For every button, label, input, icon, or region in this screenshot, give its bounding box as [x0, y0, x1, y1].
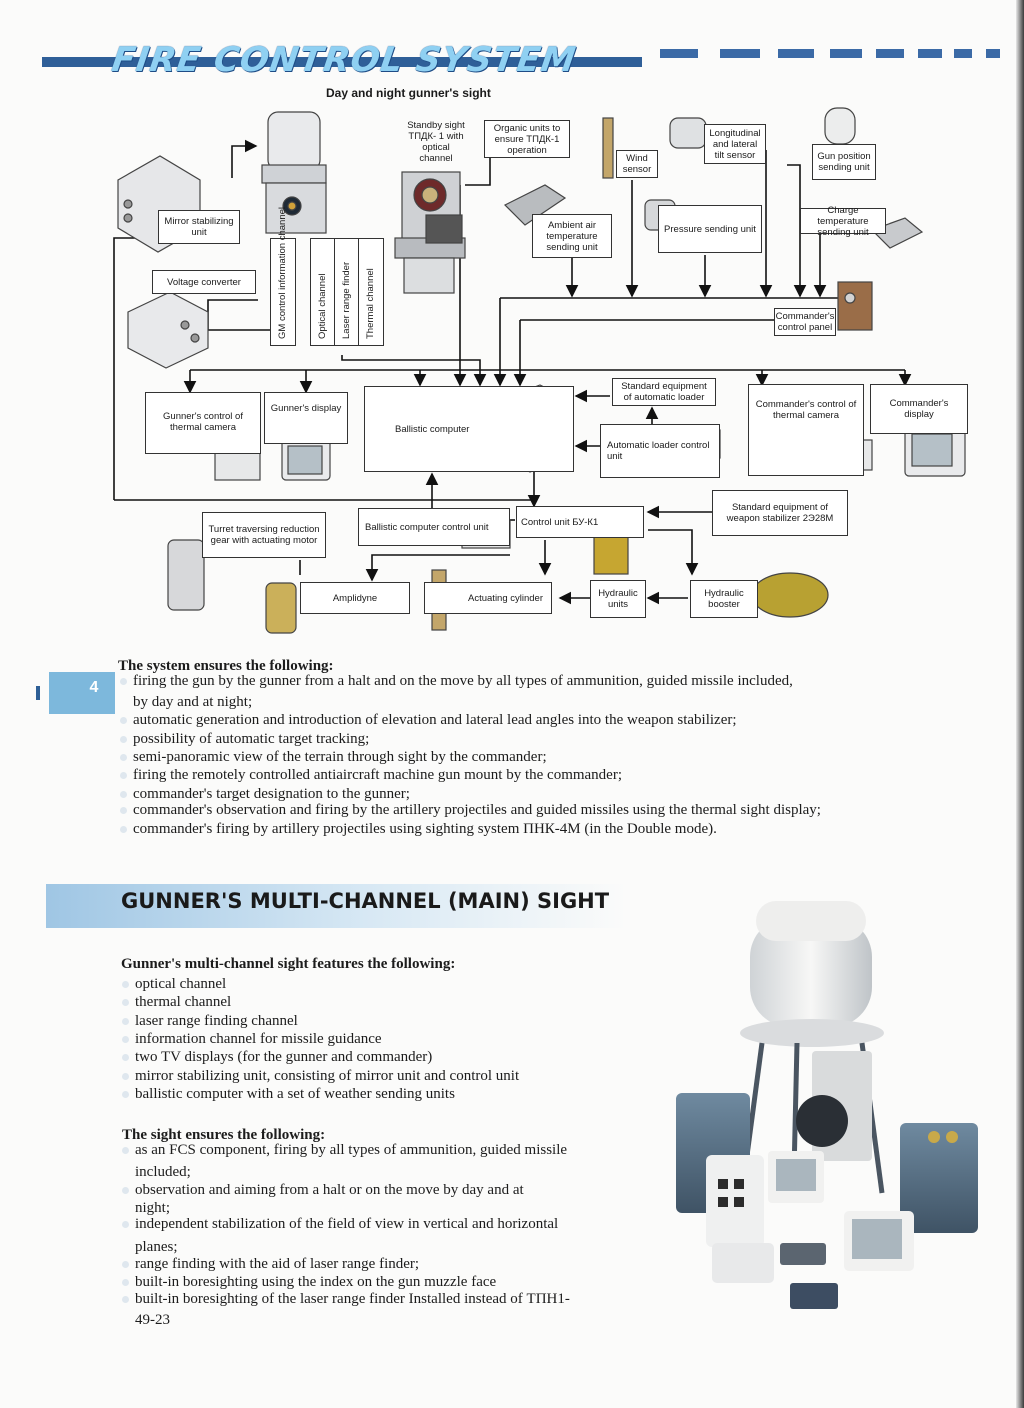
- commanders-display: Commander's display: [870, 384, 968, 434]
- system-item: possibility of automatic target tracking…: [119, 731, 370, 747]
- ambient-air-sensor: Ambient air temperature sending unit: [532, 214, 612, 258]
- gun-position-unit: Gun position sending unit: [812, 144, 876, 180]
- header-band: [42, 57, 642, 67]
- ensures-item: as an FCS component, firing by all types…: [121, 1142, 568, 1158]
- feature-item: information channel for missile guidance: [122, 1031, 382, 1047]
- feature-item: mirror stabilizing unit, consisting of m…: [121, 1068, 520, 1084]
- system-item: commander's observation and firing by th…: [120, 802, 821, 818]
- header-dash: [876, 49, 904, 58]
- sight-channel-gm: GM control information channel: [270, 207, 296, 346]
- header-dash: [918, 49, 942, 58]
- header-dash: [986, 49, 1000, 58]
- feature-item: ballistic computer with a set of weather…: [122, 1086, 455, 1102]
- diagram-title: Day and night gunner's sight: [326, 86, 491, 100]
- ensures-item: independent stabilization of the field o…: [121, 1216, 559, 1232]
- header-dash: [778, 49, 814, 58]
- header-dash: [660, 49, 698, 58]
- gms-title: GUNNER'S MULTI-CHANNEL (MAIN) SIGHT: [121, 889, 610, 913]
- sight-channel-thermal: Thermal channel: [358, 238, 384, 346]
- ensures-item-cont: night;: [135, 1200, 171, 1216]
- system-item: commander's target designation to the gu…: [120, 786, 410, 802]
- feature-item: optical channel: [121, 976, 227, 992]
- turret-traversing-gear: Turret traversing reduction gear with ac…: [202, 512, 326, 558]
- header-dash: [720, 49, 760, 58]
- ensures-item: range finding with the aid of laser rang…: [121, 1256, 420, 1272]
- page-tab: [49, 672, 115, 714]
- auto-loader-equipment: Standard equipment of automatic loader: [612, 378, 716, 406]
- ensures-heading: The sight ensures the following:: [122, 1127, 326, 1143]
- ensures-item: observation and aiming from a halt or on…: [122, 1182, 524, 1198]
- feature-item: two TV displays (for the gunner and comm…: [121, 1049, 433, 1065]
- feature-item: thermal channel: [121, 994, 232, 1010]
- commanders-control-panel: Commander's control panel: [774, 308, 836, 336]
- standby-sight: Standby sight ТПДК- 1 with optical chann…: [407, 120, 465, 164]
- ensures-item: built-in boresighting of the laser range…: [122, 1291, 570, 1307]
- header-dash: [830, 49, 862, 58]
- pressure-sending-unit: Pressure sending unit: [658, 205, 762, 253]
- ballistic-computer: Ballistic computer: [364, 386, 574, 472]
- actuating-cylinder: Actuating cylinder: [424, 582, 552, 614]
- hydraulic-booster: Hydraulic booster: [690, 580, 758, 618]
- gunners-sight-photo: [676, 901, 978, 1309]
- charge-temperature-unit: Charge temperature sending unit: [800, 205, 886, 238]
- page-edge: [1016, 0, 1024, 1408]
- system-item: firing the gun by the gunner from a halt…: [120, 673, 793, 689]
- system-item: automatic generation and introduction of…: [120, 712, 737, 728]
- gunner-thermal-camera-control: Gunner's control of thermal camera: [145, 392, 261, 454]
- gunners-display: Gunner's display: [264, 392, 348, 444]
- header-dash: [954, 49, 972, 58]
- feature-item: laser range finding channel: [122, 1013, 298, 1029]
- hydraulic-units: Hydraulic units: [590, 580, 646, 618]
- amplidyne: Amplidyne: [300, 582, 410, 614]
- page-tab-marker: [36, 686, 40, 700]
- weapon-stabilizer-equipment: Standard equipment of weapon stabilizer …: [712, 490, 848, 536]
- auto-loader-control-unit: Automatic loader control unit: [600, 424, 720, 478]
- ensures-item-cont: included;: [135, 1164, 191, 1180]
- system-item: semi-panoramic view of the terrain throu…: [120, 749, 547, 765]
- control-unit-bu-k1: Control unit БУ-К1: [516, 506, 644, 538]
- ensures-item: built-in boresighting using the index on…: [121, 1274, 497, 1290]
- tilt-sensor: Longitudinal and lateral tilt sensor: [704, 124, 766, 164]
- voltage-converter: Voltage converter: [152, 270, 256, 294]
- mirror-stabilizing-unit: Mirror stabilizing unit: [158, 210, 240, 244]
- wind-sensor: Wind sensor: [616, 150, 658, 178]
- commander-thermal-camera-control: Commander's control of thermal camera: [748, 384, 864, 476]
- ballistic-computer-control-unit: Ballistic computer control unit: [358, 508, 510, 546]
- system-item: firing the remotely controlled antiaircr…: [119, 767, 623, 783]
- ensures-item-cont: planes;: [135, 1239, 178, 1255]
- sight-channel-optical: Optical channel: [310, 238, 336, 346]
- system-item-cont: by day and at night;: [133, 694, 253, 710]
- features-heading: Gunner's multi-channel sight features th…: [121, 956, 456, 972]
- page-number: 4: [89, 679, 99, 696]
- fcs-block-diagram: [113, 107, 966, 634]
- sight-channel-laser: Laser range finder: [334, 238, 360, 346]
- ensures-item-cont: 49-23: [135, 1312, 170, 1328]
- gms-title-band: [46, 884, 626, 928]
- organic-units: Organic units to ensure ТПДК-1 operation: [484, 120, 570, 158]
- system-heading: The system ensures the following:: [118, 658, 334, 674]
- system-item: commander's firing by artillery projecti…: [120, 821, 717, 837]
